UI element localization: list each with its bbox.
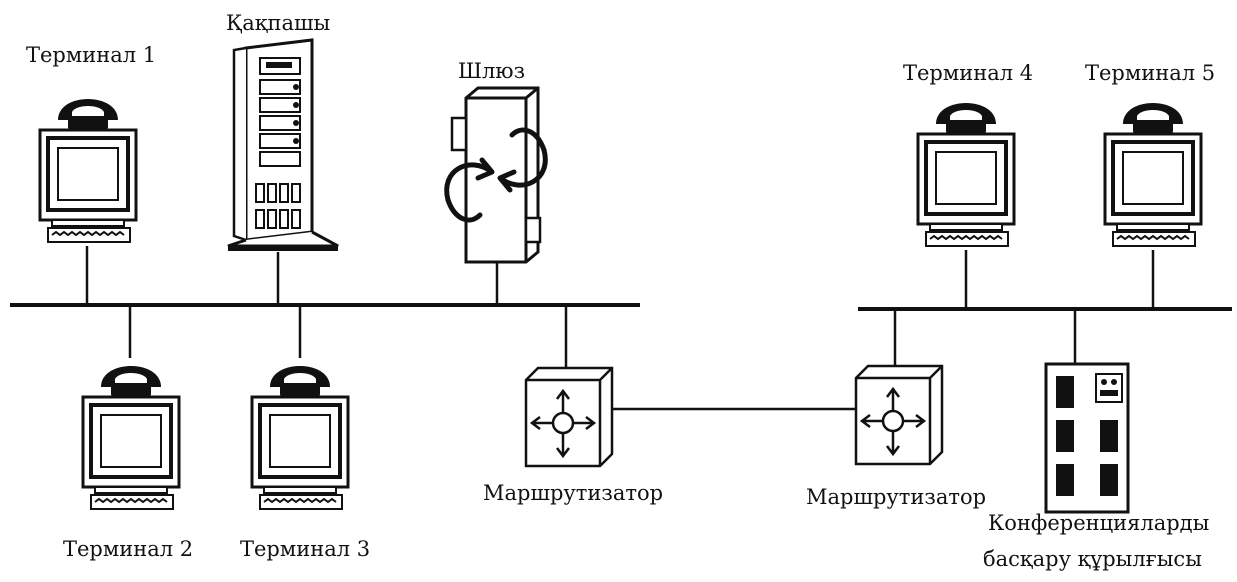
terminal-4-label: Терминал 4 [903, 62, 1033, 85]
gateway-converter-icon [447, 88, 546, 262]
router-left-icon [526, 368, 612, 466]
router-left-label: Маршрутизатор [483, 482, 663, 505]
gatekeeper-label: Қақпашы [226, 12, 330, 35]
router-right-label: Маршрутизатор [806, 486, 986, 509]
conference-control-unit-icon [1046, 364, 1128, 512]
mcu-label-line2: басқару құрылғысы [983, 548, 1193, 571]
terminal-5-label: Терминал 5 [1085, 62, 1215, 85]
mcu-label-line1: Конференцияларды [988, 512, 1188, 535]
server-tower-icon [228, 40, 338, 251]
terminal-2-label: Терминал 2 [63, 538, 193, 561]
terminal-4-icon [918, 103, 1014, 246]
terminal-1-icon [40, 99, 136, 242]
router-right-icon [856, 366, 942, 464]
gateway-label: Шлюз [458, 60, 525, 83]
terminal-3-label: Терминал 3 [240, 538, 370, 561]
terminal-2-icon [83, 366, 179, 509]
terminal-1-label: Терминал 1 [26, 44, 156, 67]
terminal-3-icon [252, 366, 348, 509]
terminal-5-icon [1105, 103, 1201, 246]
